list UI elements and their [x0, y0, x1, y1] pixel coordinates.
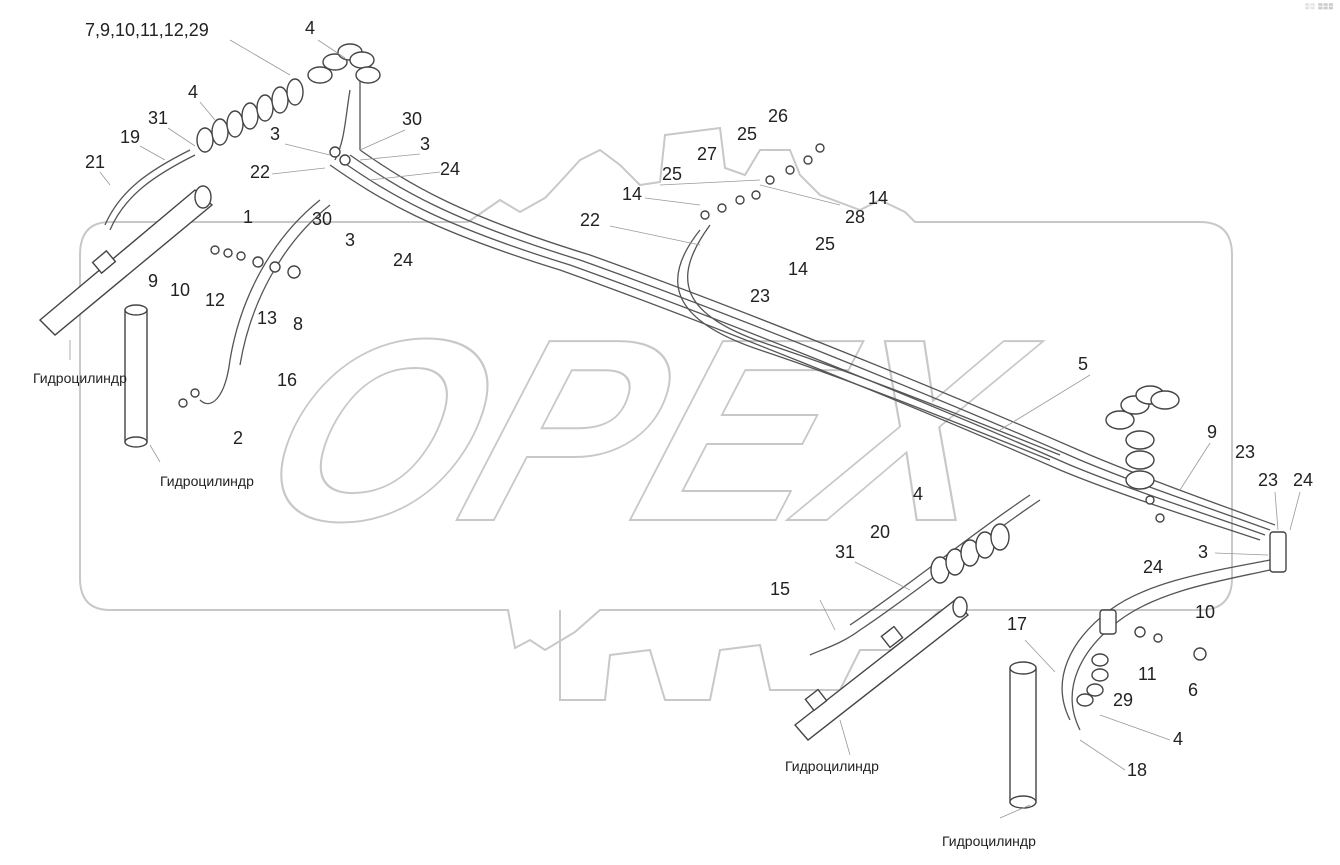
callout-label: 18	[1127, 760, 1147, 780]
callout-label: 25	[737, 124, 757, 144]
callout-label: 16	[277, 370, 297, 390]
callout-label: 8	[293, 314, 303, 334]
cylinder-caption: Гидроцилиндр	[942, 833, 1036, 849]
callout-label: 27	[697, 144, 717, 164]
callout-label: 11	[1138, 664, 1157, 684]
callout-label: 1	[243, 207, 253, 227]
callout-label: 10	[170, 280, 190, 300]
callout-label: 15	[770, 579, 790, 599]
callout-label: 31	[835, 542, 855, 562]
callout-label: 30	[312, 209, 332, 229]
spring-middle-right	[1105, 385, 1180, 490]
cylinder-bottom-right-vertical	[1009, 661, 1037, 809]
callout-label: 17	[1007, 614, 1027, 634]
cylinder-caption: Гидроцилиндр	[160, 473, 254, 489]
callout-label: 24	[1143, 557, 1163, 577]
callout-label: 31	[148, 108, 168, 128]
callout-label: 9	[1207, 422, 1217, 442]
leader-lines	[69, 39, 1301, 819]
callout-label: 22	[250, 162, 270, 182]
callout-label: 23	[1235, 442, 1255, 462]
watermark-gear-bottom-teeth	[559, 609, 941, 701]
callout-label: 22	[580, 210, 600, 230]
hose-bundle	[104, 60, 1276, 731]
fittings	[178, 143, 1287, 661]
watermark-text: OPEX	[232, 285, 1062, 575]
callout-label: 26	[768, 106, 788, 126]
callout-label: 12	[205, 290, 225, 310]
spring-top-right	[307, 43, 381, 84]
callout-label: 3	[420, 134, 430, 154]
callout-label: 4	[305, 18, 315, 38]
callout-label: 20	[870, 522, 890, 542]
callout-label: 3	[270, 124, 280, 144]
watermark-gear-outline	[79, 126, 1233, 652]
callout-label: 21	[85, 152, 105, 172]
callout-label: 3	[1198, 542, 1208, 562]
corner-mark: ░░ ▒▒▒	[1305, 4, 1334, 10]
spring-lower-right	[1076, 653, 1109, 707]
callout-label: 13	[257, 308, 277, 328]
callout-label: 5	[1078, 354, 1088, 374]
watermark: OPEX	[79, 126, 1233, 701]
callout-labels: 7,9,10,11,12,29 4 4 31 19 21 3 30 3 22 2…	[85, 18, 1313, 780]
callout-label: 19	[120, 127, 140, 147]
callout-label: 28	[845, 207, 865, 227]
callout-label: 10	[1195, 602, 1215, 622]
callout-label: 4	[1173, 729, 1183, 749]
callout-label: 14	[868, 188, 888, 208]
cylinder-bottom-middle	[793, 596, 970, 741]
callout-label: 14	[622, 184, 642, 204]
callout-label: 4	[188, 82, 198, 102]
spring-top-left	[196, 78, 304, 153]
callout-label: 23	[750, 286, 770, 306]
callout-label: 24	[440, 159, 460, 179]
callout-label: 9	[148, 271, 158, 291]
callout-label: 24	[393, 250, 413, 270]
callout-label: 23	[1258, 470, 1278, 490]
callout-label: 4	[913, 484, 923, 504]
callout-label: 25	[662, 164, 682, 184]
cylinder-left-vertical	[124, 304, 148, 448]
callout-label: 30	[402, 109, 422, 129]
callout-label: 14	[788, 259, 808, 279]
callout-label: 3	[345, 230, 355, 250]
callout-label: 24	[1293, 470, 1313, 490]
callout-label: 29	[1113, 690, 1133, 710]
callout-label: 6	[1188, 680, 1198, 700]
cylinders	[38, 185, 1037, 809]
callout-label: 7,9,10,11,12,29	[85, 20, 209, 40]
spring-coils	[196, 43, 1180, 707]
callout-label: 25	[815, 234, 835, 254]
cylinder-caption: Гидроцилиндр	[785, 758, 879, 774]
captions: Гидроцилиндр Гидроцилиндр Гидроцилиндр Г…	[33, 370, 1036, 849]
callout-label: 2	[233, 428, 243, 448]
cylinder-caption: Гидроцилиндр	[33, 370, 127, 386]
cylinder-top-left-horizontal	[38, 185, 214, 336]
spring-lower-middle	[930, 523, 1010, 584]
